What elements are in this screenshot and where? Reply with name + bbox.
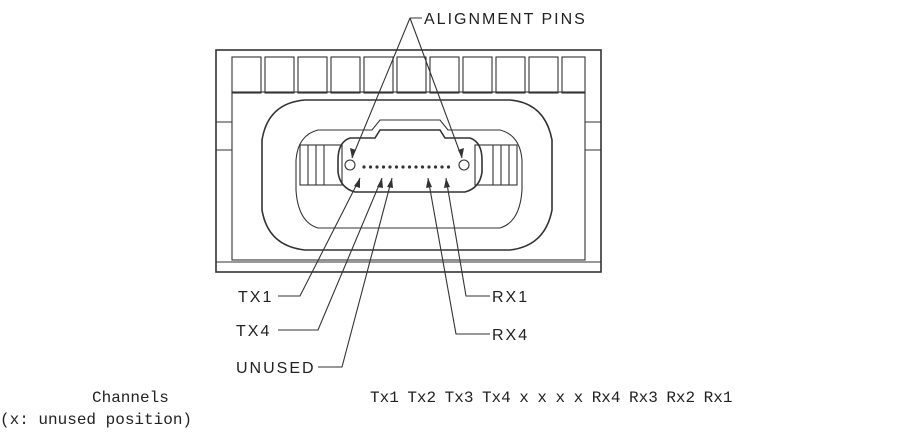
channel-position: Tx1: [370, 389, 399, 407]
channel-position: Tx2: [407, 389, 437, 407]
left-side-notch: [216, 121, 232, 151]
rx4-arrow: [426, 178, 432, 188]
alignment-pin-arrow-right: [458, 148, 464, 158]
label-tx4: TX4: [236, 323, 271, 340]
right-side-notch: [585, 121, 601, 151]
channel-position: x: [537, 389, 547, 407]
label-rx1: RX1: [492, 289, 529, 306]
tx4-arrow: [377, 178, 383, 188]
channels-caption: Channels: [92, 389, 169, 407]
channel-position: Tx3: [444, 389, 474, 407]
connector-housing-inner: [231, 91, 586, 261]
channel-position: Rx3: [629, 389, 658, 407]
rx1-leader: [445, 177, 490, 297]
rx1-arrow: [444, 178, 450, 188]
channel-position: x: [573, 389, 584, 407]
label-alignment-pins: ALIGNMENT PINS: [424, 11, 587, 28]
channel-position: Rx1: [703, 389, 733, 407]
tx1-leader: [278, 177, 361, 297]
left-alignment-pin: [344, 159, 356, 171]
channel-position: Rx2: [666, 389, 696, 407]
label-tx1: TX1: [238, 289, 273, 306]
tx1-arrow: [354, 178, 360, 188]
right-alignment-pin: [458, 159, 470, 171]
channel-position: Rx4: [591, 389, 621, 407]
receptacle-outline: [261, 99, 553, 251]
channel-position: x: [519, 389, 529, 407]
rx4-leader: [427, 177, 490, 335]
ferrule: [337, 129, 483, 193]
connector-housing: [215, 49, 602, 273]
right-guide: [474, 144, 518, 186]
left-guide: [299, 144, 343, 186]
channel-position: Tx4: [481, 389, 511, 407]
label-rx4: RX4: [492, 327, 529, 344]
unused-leader: [318, 177, 393, 368]
alignment-pins-leader: [351, 17, 463, 159]
channel-position: x: [555, 389, 566, 407]
latch-teeth: [231, 56, 586, 94]
tx4-leader: [278, 177, 383, 331]
alignment-pin-arrow-left: [350, 148, 356, 158]
receptacle-inner-outline: [295, 119, 523, 229]
fiber-positions: [362, 165, 451, 169]
unused-arrow: [387, 178, 393, 188]
label-unused: UNUSED: [236, 360, 316, 377]
channels-note: (x: unused position): [0, 411, 193, 429]
